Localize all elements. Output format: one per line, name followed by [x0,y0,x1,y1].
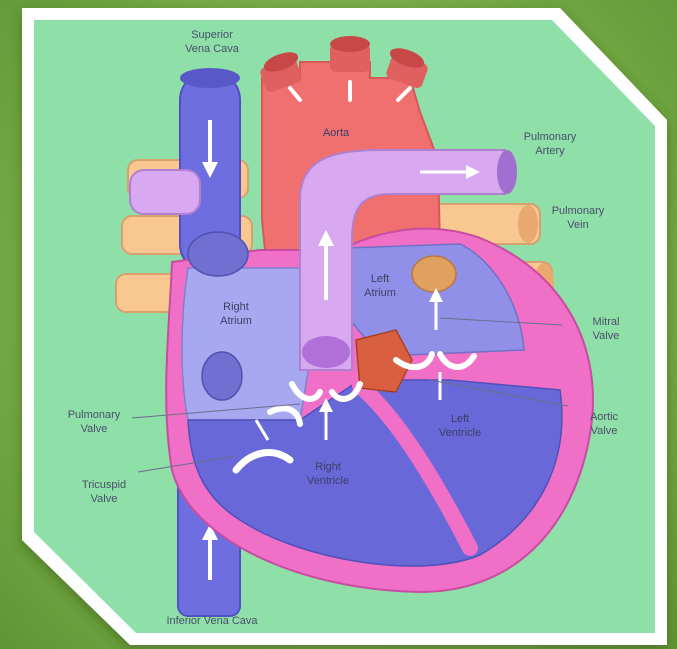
label-right-atrium-2: Atrium [220,315,252,327]
label-pulmonary-vein-1: Pulmonary [552,205,605,217]
label-pulmonary-valve-2: Valve [81,423,108,435]
label-right-ventricle-1: Right [315,461,341,473]
label-aorta: Aorta [323,127,350,139]
label-superior-vena-cava-1: Superior [191,29,233,41]
label-pulmonary-artery-1: Pulmonary [524,131,577,143]
label-aortic-valve-2: Valve [591,425,618,437]
label-tricuspid-valve-2: Valve [91,493,118,505]
label-left-atrium-1: Left [371,273,389,285]
label-pulmonary-vein-2: Vein [567,219,588,231]
label-inferior-vena-cava: Inferior Vena Cava [166,615,258,627]
label-tricuspid-valve-1: Tricuspid [82,479,126,491]
label-right-atrium-1: Right [223,301,249,313]
label-pulmonary-valve-1: Pulmonary [68,409,121,421]
label-mitral-valve-1: Mitral [593,316,620,328]
label-pulmonary-artery-2: Artery [535,145,565,157]
label-left-ventricle-2: Ventricle [439,427,481,439]
label-left-ventricle-1: Left [451,413,469,425]
label-aortic-valve-1: Aortic [590,411,619,423]
label-superior-vena-cava-2: Vena Cava [185,43,240,55]
label-mitral-valve-2: Valve [593,330,620,342]
label-right-ventricle-2: Ventricle [307,475,349,487]
label-left-atrium-2: Atrium [364,287,396,299]
